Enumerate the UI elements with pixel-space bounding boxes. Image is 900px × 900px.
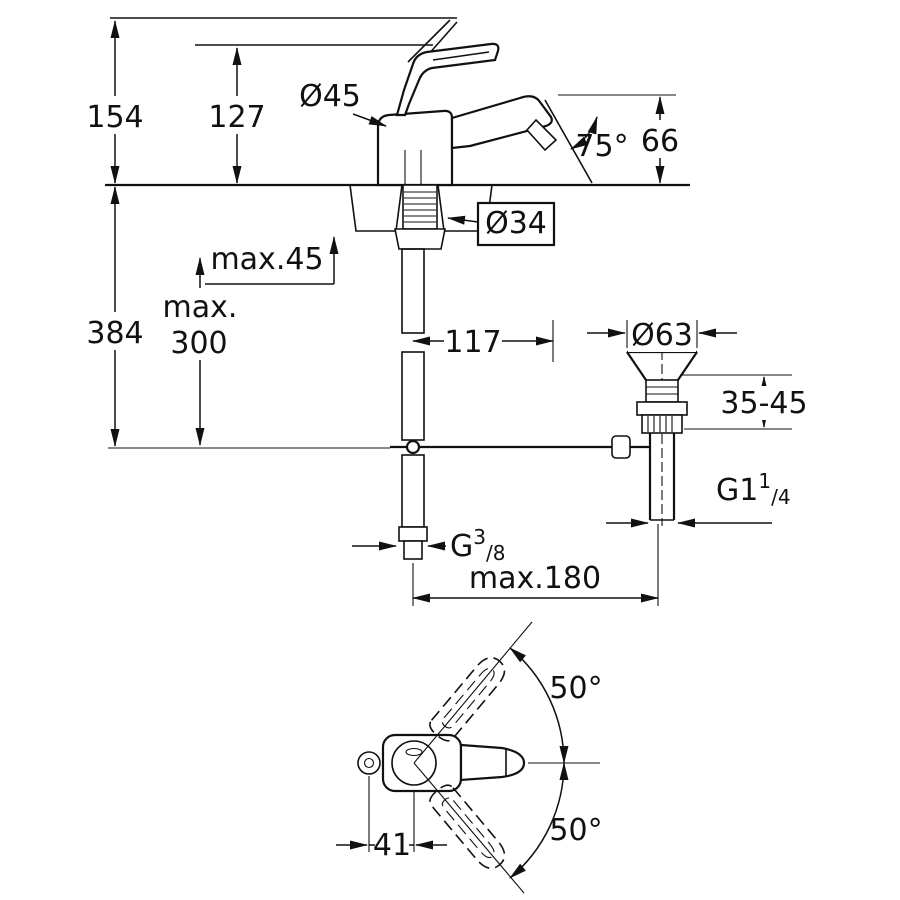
mounting-nut [394,228,446,250]
lever-raised-phantom [407,19,451,63]
faucet-side-view [376,42,558,187]
dim-waste-thread: G11/4 [606,469,791,528]
dim-flange-diameter: Ø63 [587,318,737,353]
spray-angle-label: 75° [575,129,628,164]
dim-spout-height: 66 [558,94,691,184]
dim-body-height: 127 [204,47,270,184]
top-view-slot [405,747,423,757]
hose-thread-base: G [450,529,473,564]
dim-spout-offset: 41 [336,776,447,863]
top-view-lever [459,743,526,782]
faucet-top-view [357,656,526,870]
rod-pivot [405,439,421,455]
pop-up-rod [390,435,650,459]
hose-max-label-line2: 300 [170,326,227,361]
dim-swivel-angles: 50° 50° [413,621,603,894]
dim-body-diameter: Ø45 [299,79,387,127]
hose-segment [401,454,425,528]
waste-collar [636,401,688,416]
waste-body [645,379,679,403]
total-height-label: 154 [86,100,143,135]
handle-loop-line [432,51,490,61]
faucet-spout [450,95,553,150]
dim-spray-angle: 75° [544,99,629,184]
hose-end-fitting [403,540,423,560]
spout-offset-label: 41 [373,828,411,863]
drain-offset-label: 117 [444,325,501,360]
spout-height-label: 66 [641,124,679,159]
hose-max-label-line1: max. [163,290,238,325]
max-reach-label: max.180 [469,561,601,596]
dim-hose-thread: G3/8 [352,525,505,565]
below-total-label: 384 [86,316,143,351]
hose-thread-label: G3/8 [450,525,505,565]
waste-thread-sub: /4 [771,485,790,509]
waste-thread-label: G11/4 [716,469,791,509]
faucet-handle [395,42,500,117]
flange-diameter-label: Ø63 [631,318,693,353]
counter-mounting-section [349,184,493,250]
deck-max-label: max.45 [210,242,323,277]
dim-below-total: 384 [82,186,390,449]
faucet-body [376,109,454,187]
lever-swivel-lower-phantom [429,784,506,870]
hose-thread-sup: 3 [473,525,486,549]
top-view-spout-outlet [357,751,381,775]
dim-max-reach: max.180 [412,524,659,606]
dim-waste-height-range: 35-45 [680,374,808,430]
waste-range-label: 35-45 [720,386,807,421]
hose-thread-sub: /8 [486,541,505,565]
waste-thread-base: G1 [716,473,758,508]
rod-knob [611,435,631,459]
hose-segment [401,351,425,441]
body-height-label: 127 [208,100,265,135]
body-diameter-label: Ø45 [299,79,361,114]
hose-nut [398,526,428,542]
waste-thread-sup: 1 [758,469,771,493]
dim-hose-length: max. 300 [158,257,244,446]
counter-hatch-left [349,184,403,232]
swivel-lower-label: 50° [549,813,602,848]
dim-total-height: 154 [82,20,148,184]
supply-hoses [398,248,428,560]
hole-diameter-box [476,201,556,247]
dim-hole-diameter: Ø34 [447,201,556,247]
lever-swivel-upper-phantom [429,656,506,742]
aerator-nub [525,118,558,152]
hose-segment [401,248,425,334]
dim-deck-thickness: max.45 [205,236,339,285]
dim-drain-offset: 117 [412,320,554,362]
swivel-upper-label: 50° [549,671,602,706]
hole-diameter-label: Ø34 [485,206,547,241]
